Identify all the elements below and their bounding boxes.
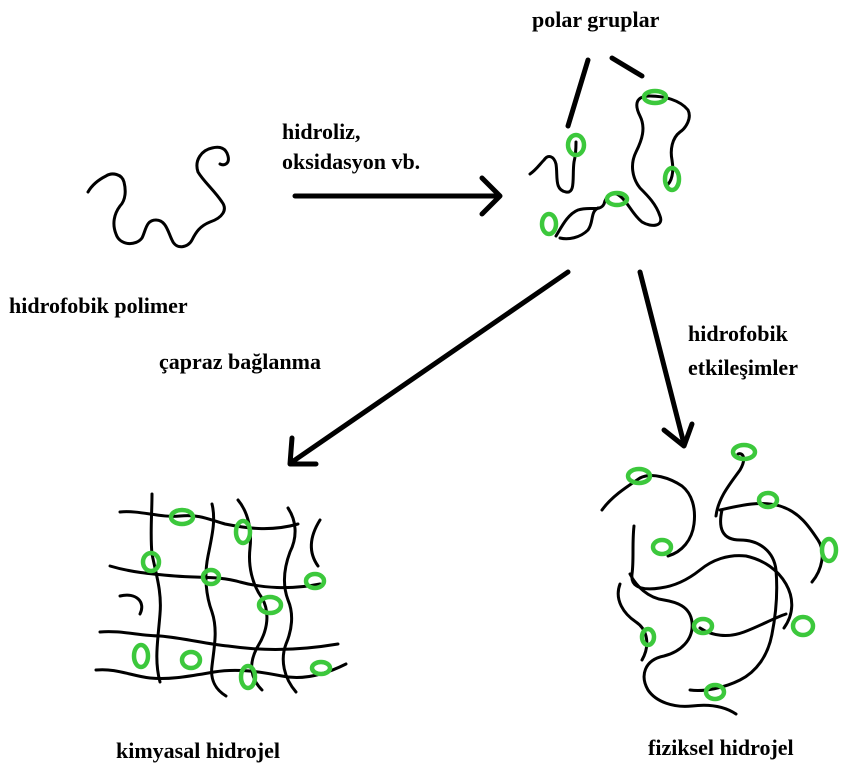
polar-group-circle xyxy=(306,574,324,588)
phys-chain xyxy=(602,476,695,556)
physical-hydrogel-label: fiziksel hidrojel xyxy=(648,734,794,761)
crosslinking-label: çapraz bağlanma xyxy=(159,348,321,375)
chemical-hydrogel-label: kimyasal hidrojel xyxy=(116,737,280,764)
pointer-line-right xyxy=(612,58,642,76)
chem-chain xyxy=(283,508,296,692)
polar-group-circle xyxy=(733,445,755,459)
hydrolysis-label-line2: oksidasyon vb. xyxy=(282,148,420,175)
polar-group-circle xyxy=(822,539,836,561)
hydrolysis-label-line1: hidroliz, xyxy=(282,118,360,145)
physical-hydrogel-network xyxy=(602,454,822,714)
polymer-chain-top-left xyxy=(88,147,228,246)
polar-group-circle xyxy=(241,666,255,688)
chem-chain xyxy=(96,664,346,679)
polar-group-circle xyxy=(259,597,281,613)
hydrolysis-arrow xyxy=(295,178,500,214)
chem-chain xyxy=(151,494,160,682)
polar-group-circle xyxy=(653,540,671,554)
phys-chain xyxy=(618,584,647,660)
hydrophobic-interactions-label-line2: etkileşimler xyxy=(688,354,798,381)
chemical-hydrogel-network xyxy=(96,494,346,696)
crosslinking-arrow xyxy=(290,272,568,464)
hydrophobic-polymer-chain xyxy=(88,147,228,246)
polar-group-circle xyxy=(706,685,724,699)
pointer-line-left xyxy=(568,60,588,126)
phys-chain xyxy=(690,510,777,691)
polar-group-circle xyxy=(694,619,712,633)
chem-chain xyxy=(311,520,320,566)
polar-groups-label: polar gruplar xyxy=(532,6,659,33)
chem-chain xyxy=(120,595,142,614)
polar-group-circle xyxy=(759,493,777,507)
polar-group-circle xyxy=(793,617,813,635)
hydrophobic-arrow-shaft xyxy=(640,272,684,444)
polar-group-circle xyxy=(236,521,250,543)
polar-chain-right xyxy=(556,96,689,236)
chemical-polar-groups xyxy=(134,510,330,688)
polar-group-pointers xyxy=(568,58,642,126)
polar-group-circle xyxy=(312,662,330,674)
hydrophobic-interactions-label-line1: hidrofobik xyxy=(688,320,788,347)
phys-chain xyxy=(720,503,822,582)
polar-group-circle xyxy=(542,214,556,234)
chem-chain xyxy=(206,504,226,696)
chem-chain xyxy=(120,512,298,529)
polar-group-circle xyxy=(134,645,148,667)
polar-group-circle xyxy=(182,652,200,668)
hydrophobic-polymer-label: hidrofobik polimer xyxy=(9,292,188,319)
hydrophobic-interactions-arrow xyxy=(640,272,692,446)
crosslinking-arrow-shaft xyxy=(292,272,568,462)
polar-chain-bottom xyxy=(560,208,598,239)
